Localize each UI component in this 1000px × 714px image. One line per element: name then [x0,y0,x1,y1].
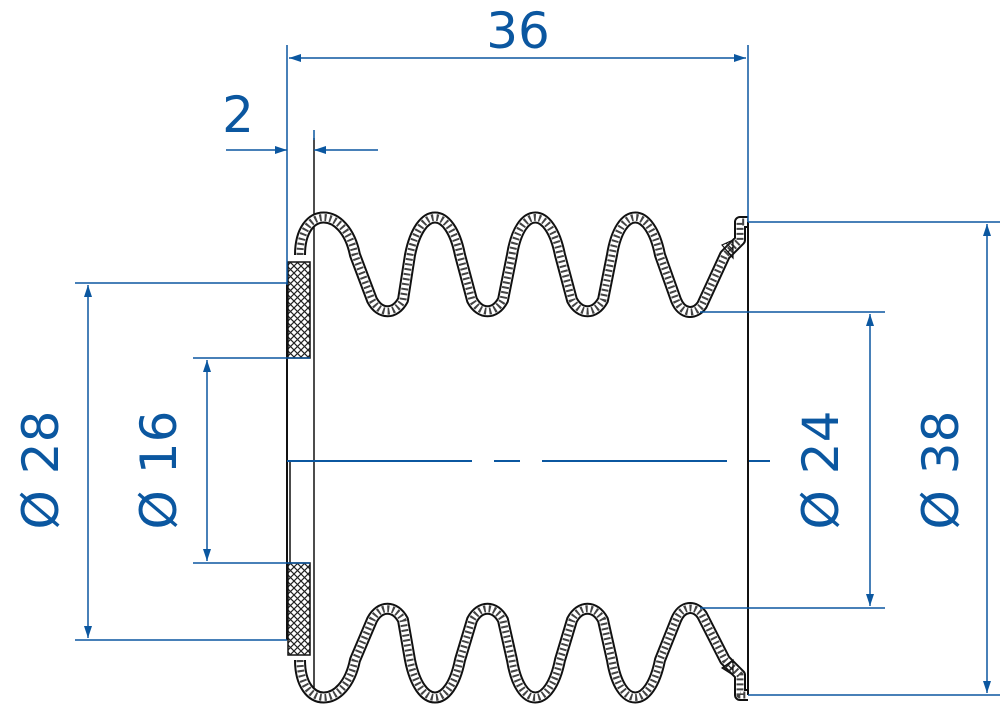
outer-diameter-right: Ø 38 [912,411,970,530]
lip-detail-top [721,239,734,260]
inner-diameter-left: Ø 16 [130,411,188,530]
flange-section-bottom [287,562,311,656]
dimension-lines [75,45,1000,696]
outer-diameter-left: Ø 28 [12,411,70,530]
length-dimension: 36 [486,2,550,60]
wall-dimension: 2 [222,86,254,144]
bellows-body [286,138,749,704]
flange-section-top [287,261,311,359]
inner-diameter-right: Ø 24 [792,411,850,530]
lip-detail-bottom [720,658,734,677]
